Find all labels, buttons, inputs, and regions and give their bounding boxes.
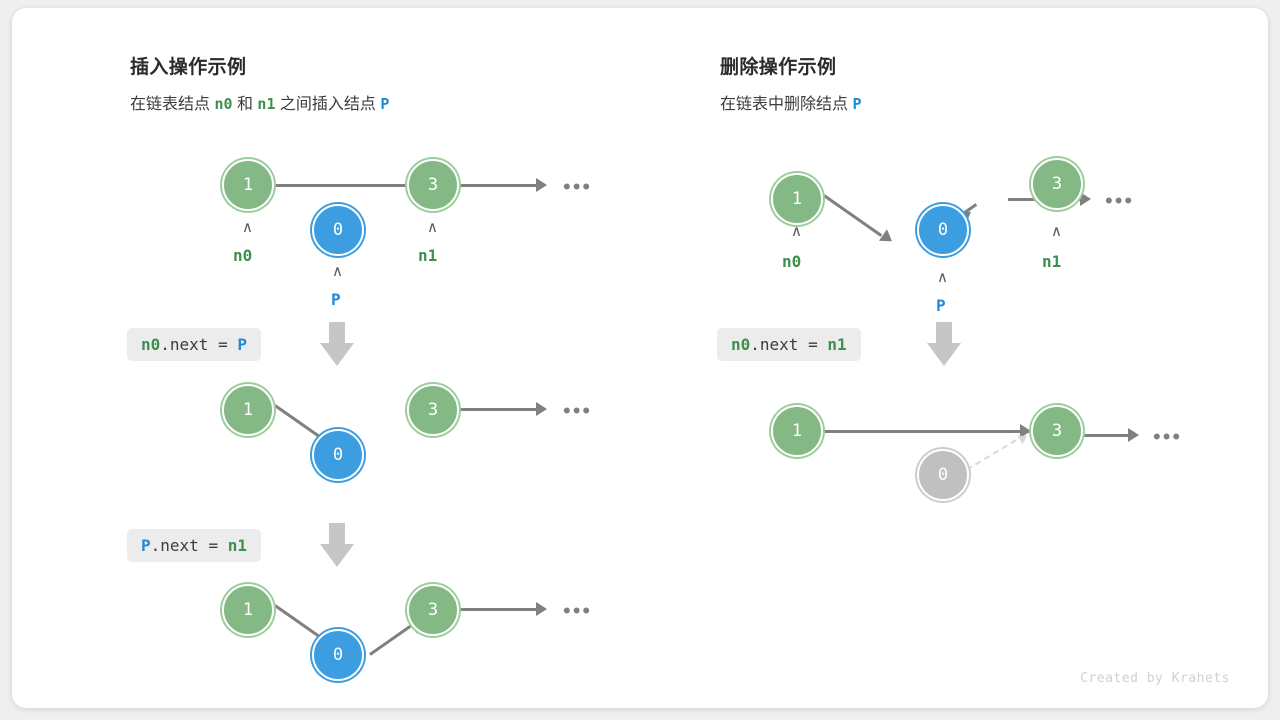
step-arrow-delete-tip (927, 343, 961, 366)
node-n1-del2: 3 (1031, 405, 1083, 457)
credit-text: Created by Krahets (1080, 671, 1230, 686)
subtitle-text-3: 之间插入结点 (275, 96, 381, 113)
code-2-token-3: n1 (227, 536, 247, 555)
step-arrow-1-tip (320, 343, 354, 366)
code-1-token-2: .next = (160, 335, 238, 354)
node-p-row2: 0 (312, 429, 364, 481)
node-n1-del1: 3 (1031, 158, 1083, 210)
node-p-del1: 0 (917, 204, 969, 256)
step-arrow-2 (320, 523, 354, 567)
code-2-token-1: P (141, 536, 151, 555)
code-del-token-3: n1 (827, 335, 847, 354)
edge-n1-to-tail-row2 (459, 408, 544, 411)
step-arrow-1-stem (329, 322, 345, 344)
label-p-del1: P (936, 296, 946, 315)
code-del-token-1: n0 (731, 335, 751, 354)
node-n0-row2: 1 (222, 384, 274, 436)
node-n0-del1: 1 (771, 173, 823, 225)
caret-n1-del1: ∧ (1051, 222, 1062, 240)
label-n0-del1: n0 (782, 252, 802, 271)
node-p-row1: 0 (312, 204, 364, 256)
ellipsis-del-row1: ••• (1105, 188, 1135, 213)
ellipsis-row1: ••• (563, 174, 593, 199)
code-step-2: P.next = n1 (127, 529, 261, 562)
node-p-row3: 0 (312, 629, 364, 681)
code-1-token-3: P (237, 335, 247, 354)
caret-p-row1: ∧ (332, 262, 343, 280)
node-n1-row3: 3 (407, 584, 459, 636)
arrowhead-n1-to-tail-row2 (536, 402, 547, 416)
node-n0-row3: 1 (222, 584, 274, 636)
label-n1-row1: n1 (418, 246, 438, 265)
code-step-1: n0.next = P (127, 328, 261, 361)
caret-n1-row1: ∧ (427, 218, 438, 236)
diagram-card: 插入操作示例 在链表结点 n0 和 n1 之间插入结点 P ••• 1 0 3 … (12, 8, 1268, 708)
subtitle-node-n1: n1 (257, 95, 276, 113)
step-arrow-2-tip (320, 544, 354, 567)
subtitle-node-p: P (380, 95, 390, 113)
edge-n0-to-p-del1 (823, 194, 883, 237)
delete-panel-subtitle: 在链表中删除结点 P (720, 90, 861, 114)
arrowhead-n0-to-n1-del2 (1020, 424, 1031, 438)
subtitle-node-n0: n0 (214, 95, 233, 113)
arrowhead-n1-to-tail (536, 178, 547, 192)
code-del-token-2: .next = (750, 335, 828, 354)
arrowhead-n1-to-tail-row3 (536, 602, 547, 616)
ellipsis-row2: ••• (563, 398, 593, 423)
subtitle-text-2: 和 (232, 96, 258, 113)
node-n1-row2: 3 (407, 384, 459, 436)
edge-n1-to-tail (459, 184, 544, 187)
edge-n1-to-tail-row3 (459, 608, 544, 611)
edge-n1-to-tail-del2 (1056, 434, 1136, 437)
label-n0-row1: n0 (233, 246, 253, 265)
delete-subtitle-node-p: P (852, 95, 862, 113)
arrowhead-n1-to-tail-del2 (1128, 428, 1139, 442)
insert-panel-subtitle: 在链表结点 n0 和 n1 之间插入结点 P (130, 90, 389, 114)
arrowhead-n1-to-tail-del1 (1080, 192, 1091, 206)
subtitle-text-1: 在链表结点 (130, 96, 215, 113)
edge-n0-to-n1-del2 (824, 430, 1029, 433)
node-removed-p-del2: 0 (917, 449, 969, 501)
code-1-token-1: n0 (141, 335, 161, 354)
step-arrow-1 (320, 322, 354, 366)
delete-subtitle-text-1: 在链表中删除结点 (720, 96, 853, 113)
code-step-delete: n0.next = n1 (717, 328, 861, 361)
code-2-token-2: .next = (150, 536, 228, 555)
panel-delete: 删除操作示例 在链表中删除结点 P ••• 1 0 3 ∧ n0 ∧ P ∧ n… (672, 8, 1268, 708)
label-n1-del1: n1 (1042, 252, 1062, 271)
caret-n0-del1: ∧ (791, 222, 802, 240)
node-n0-row1: 1 (222, 159, 274, 211)
insert-panel-title: 插入操作示例 (130, 57, 247, 78)
step-arrow-delete (927, 322, 961, 366)
caret-n0-row1: ∧ (242, 218, 253, 236)
panel-insert: 插入操作示例 在链表结点 n0 和 n1 之间插入结点 P ••• 1 0 3 … (12, 8, 672, 708)
ellipsis-row3: ••• (563, 598, 593, 623)
step-arrow-delete-stem (936, 322, 952, 344)
label-p-row1: P (331, 290, 341, 309)
node-n1-row1: 3 (407, 159, 459, 211)
arrowhead-n0-to-p-del1 (878, 229, 897, 248)
node-n0-del2: 1 (771, 405, 823, 457)
caret-p-del1: ∧ (937, 268, 948, 286)
edge-n0-to-n1 (274, 184, 419, 187)
delete-panel-title: 删除操作示例 (720, 57, 837, 78)
ellipsis-del-row2: ••• (1153, 424, 1183, 449)
step-arrow-2-stem (329, 523, 345, 545)
